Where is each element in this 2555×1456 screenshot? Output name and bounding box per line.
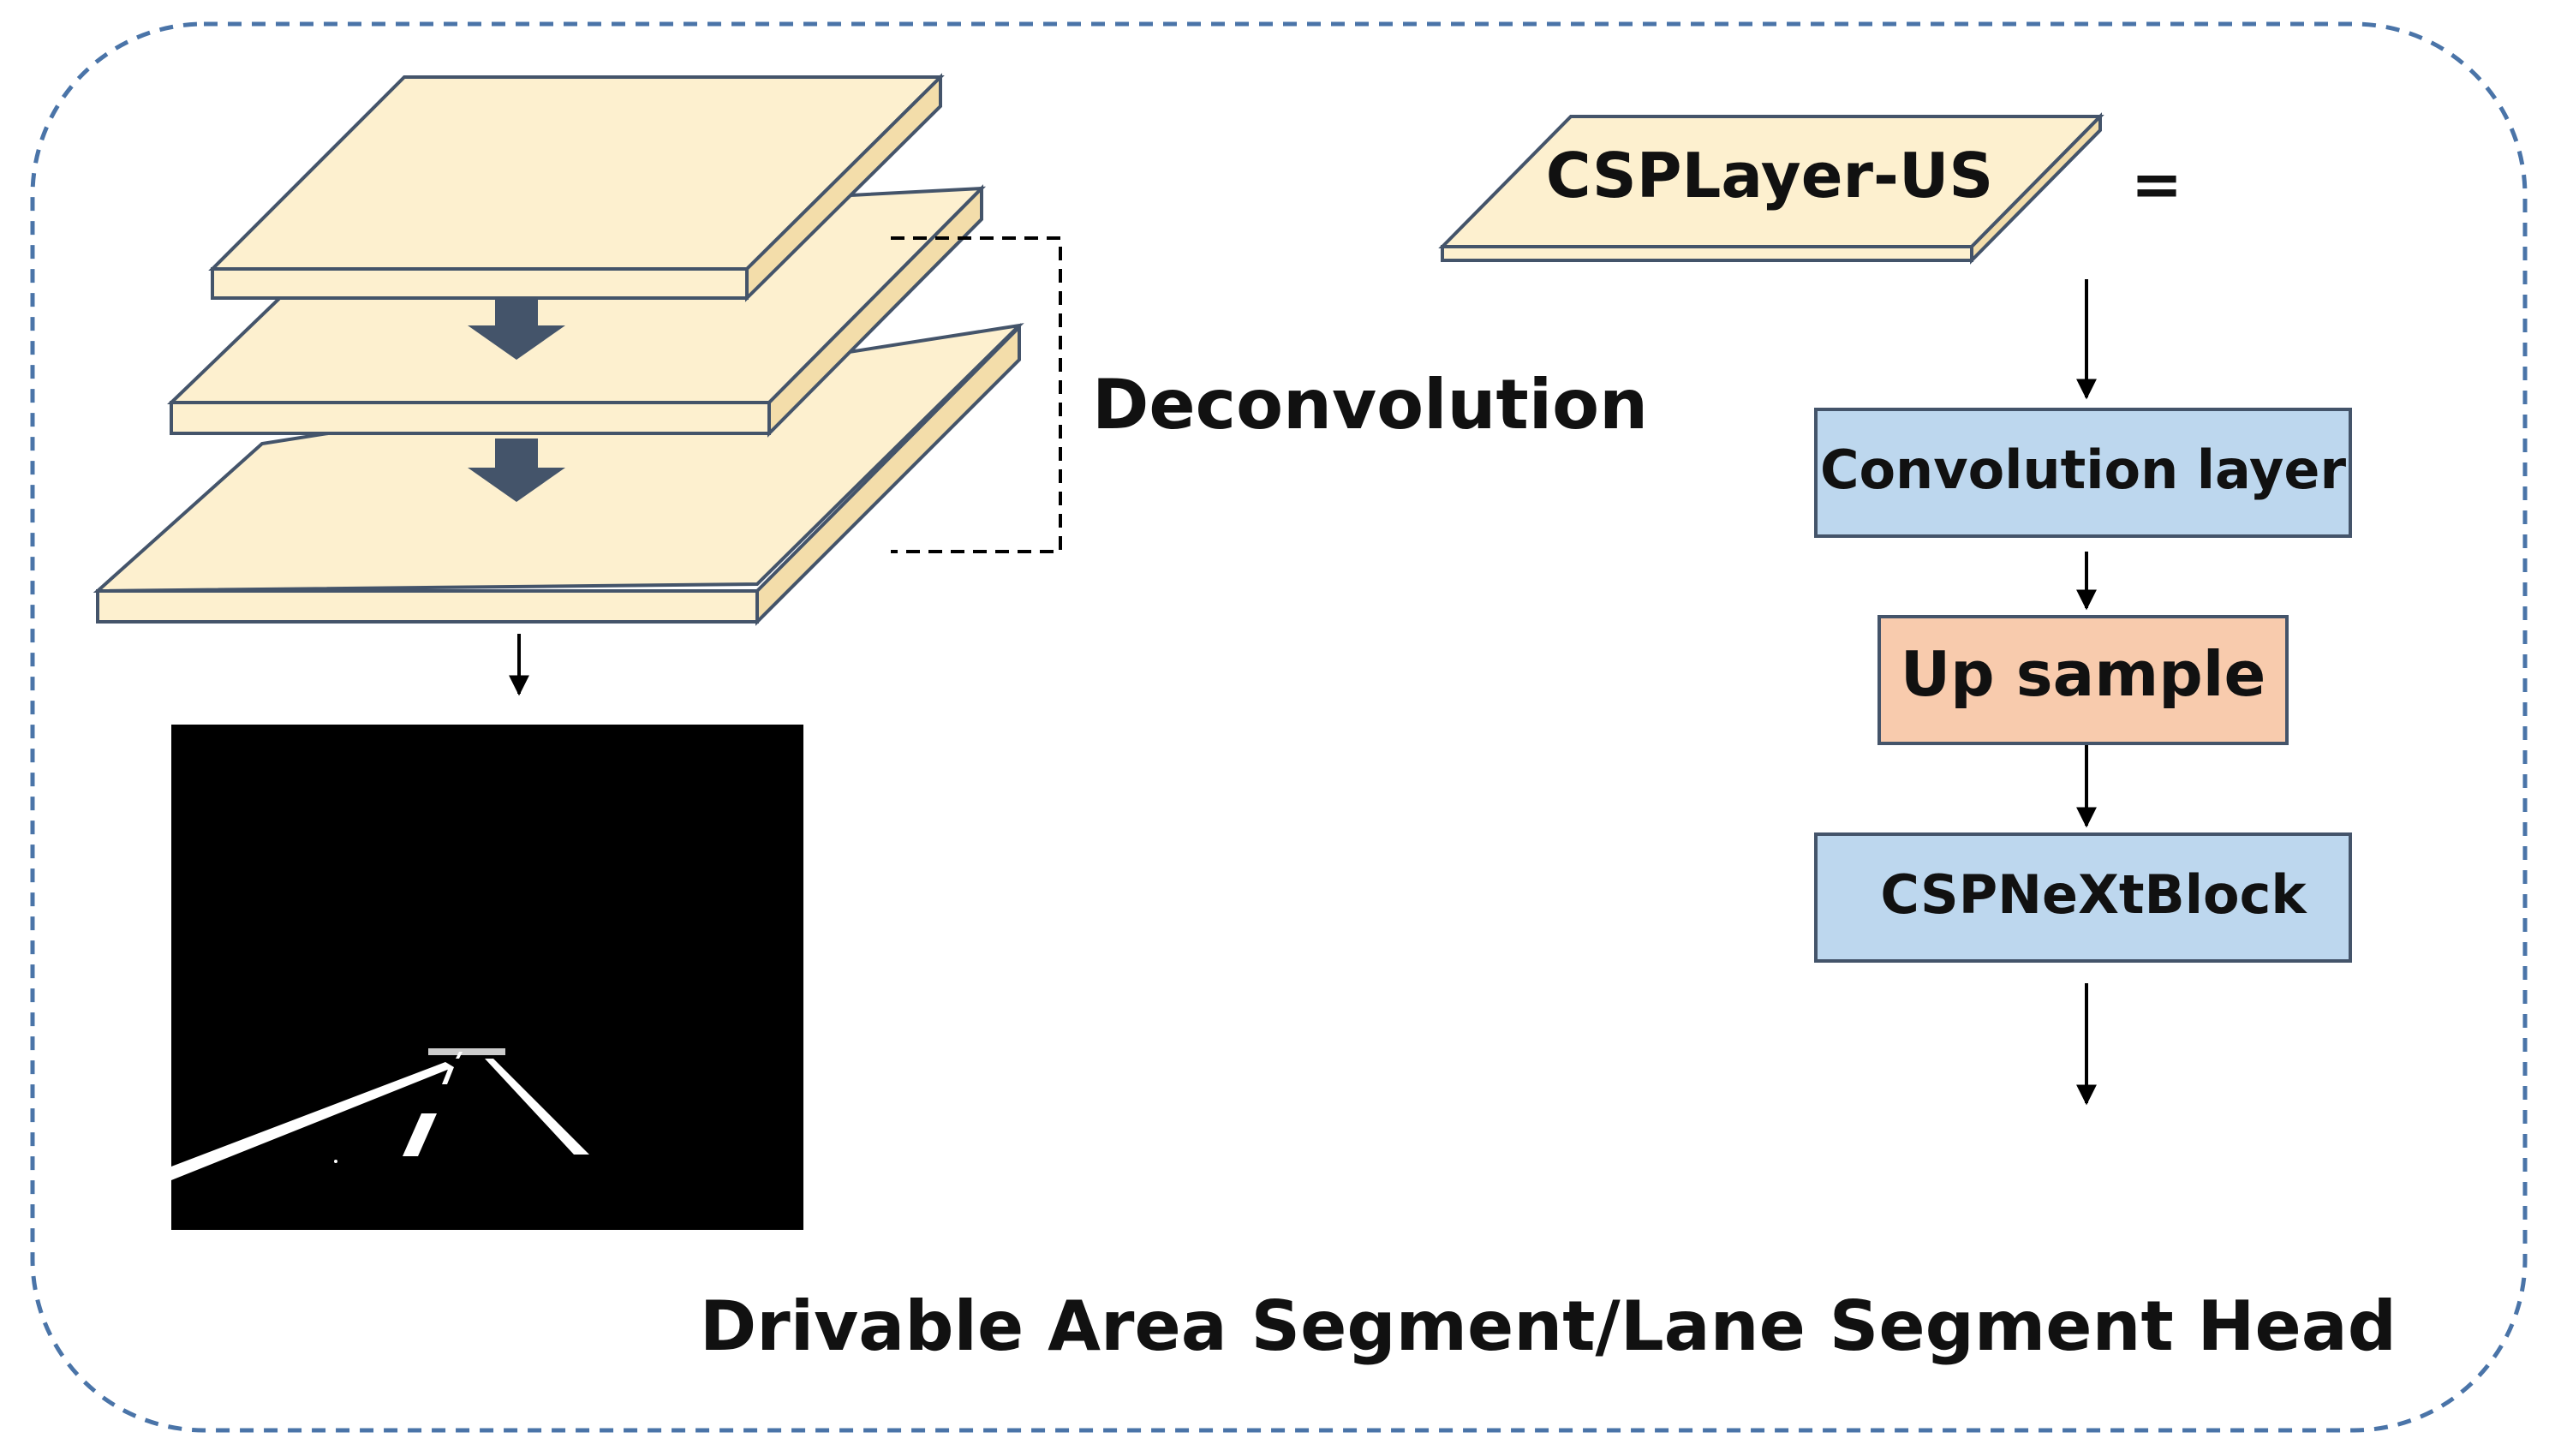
upsample-block: Up sample: [1877, 615, 2289, 745]
deconvolution-label: Deconvolution: [1092, 365, 1648, 445]
equals-sign: =: [2131, 148, 2182, 220]
outer-frame: [30, 21, 2528, 1433]
deconvolution-bracket: [891, 236, 1062, 553]
feature-layer-top: [208, 73, 945, 302]
down-arrow-icon: [468, 298, 565, 360]
convolution-layer-block: Convolution layer: [1814, 408, 2352, 538]
cspnext-label: CSPNeXtBlock: [1880, 863, 2307, 926]
upsample-label: Up sample: [1901, 638, 2266, 710]
down-arrow-icon: [468, 439, 565, 502]
footer-title: Drivable Area Segment/Lane Segment Head: [700, 1286, 2397, 1366]
lane-mask-image: [171, 725, 803, 1230]
cspnext-block: CSPNeXtBlock: [1814, 832, 2352, 963]
csplayer-us-node: CSPLayer-US: [1438, 112, 2104, 265]
convolution-layer-label: Convolution layer: [1820, 439, 2346, 501]
csplayer-us-label: CSPLayer-US: [1546, 140, 1994, 212]
